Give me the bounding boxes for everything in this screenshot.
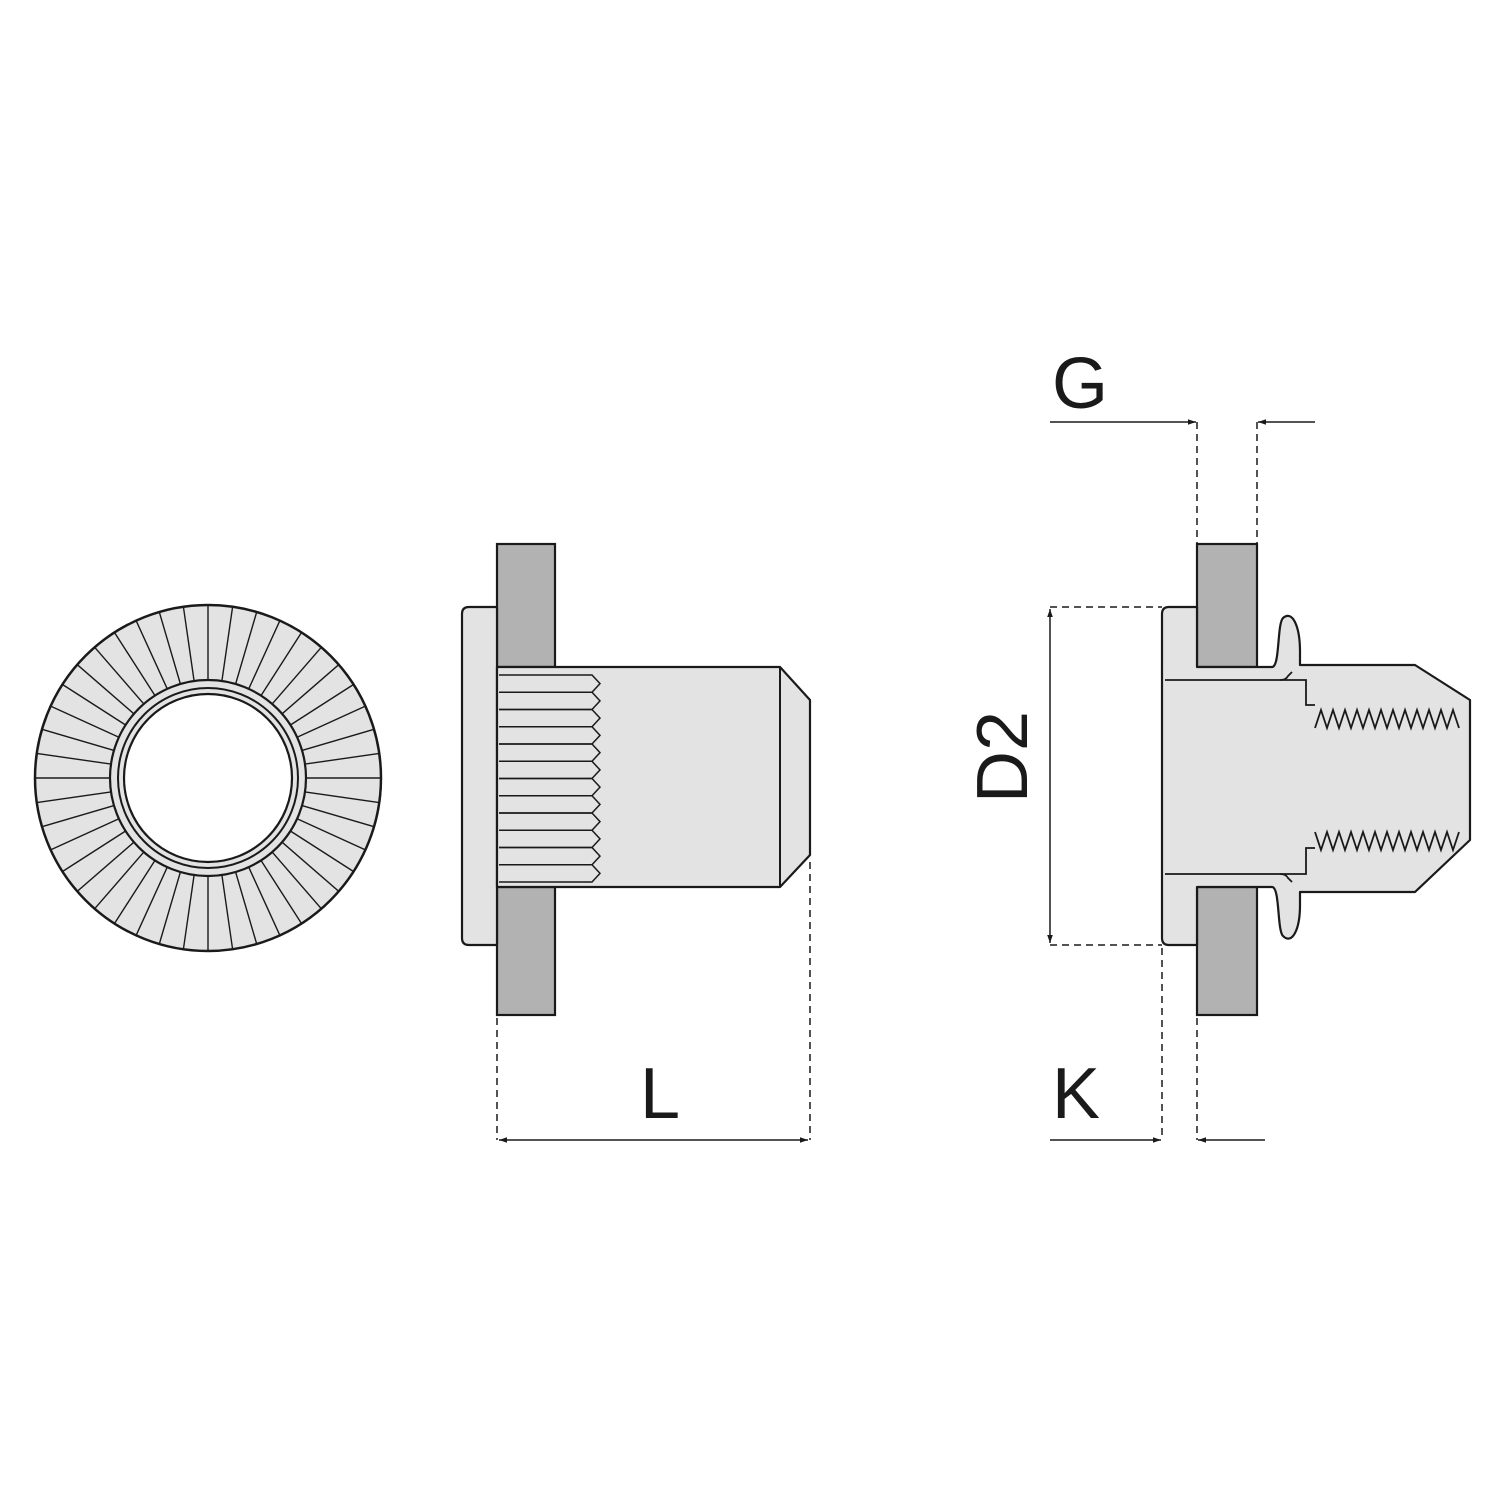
- serration-line: [135, 620, 168, 690]
- sheet-top: [495, 542, 557, 669]
- serration-line: [76, 664, 135, 715]
- serration-line: [36, 752, 112, 765]
- side-view-rivet-nut: L: [460, 542, 812, 1143]
- serration-line: [304, 791, 380, 804]
- knurled-section: [499, 674, 602, 883]
- serration-line: [301, 728, 375, 752]
- serration-line: [221, 606, 234, 682]
- serration-line: [94, 646, 145, 705]
- serration-line: [248, 866, 281, 936]
- serration-line: [62, 683, 126, 726]
- bore-step-top: [1280, 679, 1315, 706]
- serration-line: [296, 818, 366, 851]
- serration-line: [94, 851, 145, 910]
- label-head-height: K: [1052, 1054, 1100, 1134]
- nut-section-body: [1160, 605, 1472, 947]
- serration-line: [36, 791, 112, 804]
- serration-line: [271, 646, 322, 705]
- serration-line: [50, 705, 120, 738]
- nut-body-side: [495, 665, 812, 889]
- serration-line: [296, 705, 366, 738]
- bore-hole: [122, 692, 294, 864]
- sheet-bottom: [495, 885, 557, 1017]
- serration-line: [182, 606, 195, 682]
- serration-line: [290, 830, 354, 873]
- label-head-diameter: D2: [963, 711, 1043, 803]
- serration-line: [260, 632, 303, 696]
- serration-line: [158, 611, 182, 685]
- label-grip-range: G: [1052, 344, 1108, 424]
- label-length: L: [640, 1054, 680, 1134]
- knurl-rib: [499, 864, 602, 883]
- serration-line: [50, 818, 120, 851]
- flange-head-side: [460, 605, 499, 947]
- serration-line: [234, 611, 258, 685]
- serration-line: [304, 752, 380, 765]
- flange-serrations: [35, 605, 381, 951]
- serration-line: [234, 871, 258, 945]
- serration-line: [221, 874, 234, 950]
- serration-line: [113, 860, 156, 924]
- serration-line: [281, 664, 340, 715]
- serration-line: [76, 841, 135, 892]
- sheet-section-top: [1195, 542, 1259, 669]
- serration-line: [301, 804, 375, 828]
- serration-line: [62, 830, 126, 873]
- front-view-rivet-nut: [33, 603, 383, 953]
- serration-line: [113, 632, 156, 696]
- serration-line: [135, 866, 168, 936]
- serration-line: [158, 871, 182, 945]
- section-view-rivet-nut: G D2 K: [963, 344, 1472, 1143]
- serration-line: [281, 841, 340, 892]
- serration-line: [290, 683, 354, 726]
- sheet-section-bottom: [1195, 885, 1259, 1017]
- serration-line: [260, 860, 303, 924]
- serration-line: [271, 851, 322, 910]
- bore-step-bottom: [1280, 847, 1315, 875]
- serration-line: [248, 620, 281, 690]
- serration-line: [41, 804, 115, 828]
- serration-line: [182, 874, 195, 950]
- thread-profile-top: [1314, 707, 1460, 731]
- serration-line: [41, 728, 115, 752]
- thread-profile-bottom: [1314, 829, 1460, 853]
